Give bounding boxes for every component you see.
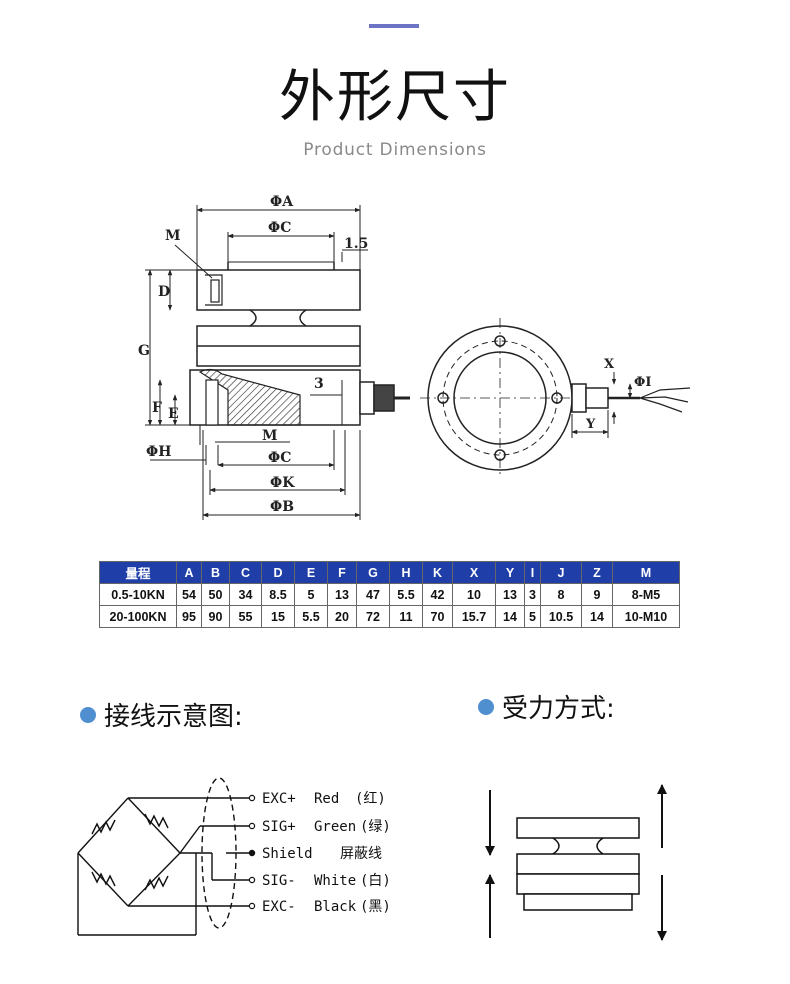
table-row: 20-100KN 95 90 55 15 5.5 20 72 11 70 15.…	[99, 605, 680, 628]
table-cell: 20-100KN	[99, 605, 177, 628]
dim-label-G: G	[138, 343, 150, 359]
table-cell: 5.5	[389, 583, 423, 606]
table-cell: 14	[495, 605, 525, 628]
table-cell: 8	[540, 583, 582, 606]
table-cell: 9	[581, 583, 613, 606]
table-cell: 0.5-10KN	[99, 583, 177, 606]
wiring-heading-text: 接线示意图:	[104, 702, 243, 732]
table-cell: 70	[422, 605, 453, 628]
wire-code-exc-plus: EXC+	[262, 791, 296, 807]
table-cell: 8-M5	[612, 583, 680, 606]
table-cell: 47	[356, 583, 390, 606]
table-cell: 15	[261, 605, 295, 628]
table-cell: 8.5	[261, 583, 295, 606]
dim-label-phiI: ΦI	[634, 375, 651, 390]
accent-bar	[369, 24, 419, 28]
bullet-icon	[80, 706, 96, 723]
dim-label-Y: Y	[585, 417, 596, 432]
force-heading: 受力方式:	[478, 688, 615, 725]
col-header: M	[612, 561, 680, 584]
spec-table: 量程 A B C D E F G H K X Y I J Z M 0.5-10K…	[99, 561, 680, 628]
table-cell: 10-M10	[612, 605, 680, 628]
col-header: C	[229, 561, 262, 584]
col-header: B	[201, 561, 230, 584]
table-cell: 34	[229, 583, 262, 606]
table-cell: 20	[327, 605, 357, 628]
col-header: Z	[581, 561, 613, 584]
dim-label-phiA: ΦA	[270, 194, 294, 210]
table-cell: 72	[356, 605, 390, 628]
table-cell: 11	[389, 605, 423, 628]
wire-cn-red: (红)	[355, 791, 386, 807]
col-header: X	[452, 561, 496, 584]
dim-label-1-5: 1.5	[344, 236, 368, 252]
dim-label-X: X	[604, 357, 615, 372]
dim-label-phiB: ΦB	[270, 499, 294, 515]
col-header: A	[176, 561, 202, 584]
table-cell: 50	[201, 583, 230, 606]
col-header: Y	[495, 561, 525, 584]
wire-code-sig-minus: SIG-	[262, 873, 296, 889]
dim-label-3: 3	[314, 376, 324, 392]
wire-color-green: Green	[314, 819, 356, 835]
table-cell: 5	[294, 583, 328, 606]
dim-label-M2: M	[262, 428, 278, 444]
table-cell: 42	[422, 583, 453, 606]
col-header: G	[356, 561, 390, 584]
table-cell: 13	[495, 583, 525, 606]
wire-cn-shield: 屏蔽线	[340, 846, 382, 862]
table-cell: 55	[229, 605, 262, 628]
dimension-drawing: ΦA ΦC 1.5 M D G 3 F E ΦH M ΦC ΦK ΦB	[138, 194, 691, 520]
col-header: K	[422, 561, 453, 584]
page-subtitle: Product Dimensions	[303, 140, 487, 160]
dim-label-E: E	[168, 406, 179, 422]
dim-label-F: F	[152, 400, 162, 416]
force-diagram	[485, 784, 667, 941]
dim-label-phiC2: ΦC	[268, 450, 291, 466]
spec-header-row: 量程 A B C D E F G H K X Y I J Z M	[99, 561, 680, 584]
table-cell: 10	[452, 583, 496, 606]
wire-color-black: Black	[314, 899, 357, 915]
wire-code-shield: Shield	[262, 846, 313, 862]
wire-color-red: Red	[314, 791, 339, 807]
wire-code-sig-plus: SIG+	[262, 819, 296, 835]
dim-label-M: M	[165, 228, 181, 244]
page-title: 外形尺寸	[279, 65, 511, 130]
col-header: J	[540, 561, 582, 584]
col-header: I	[524, 561, 541, 584]
table-cell: 5.5	[294, 605, 328, 628]
col-header: E	[294, 561, 328, 584]
wiring-diagram: EXC+ Red (红) SIG+ Green (绿) Shield 屏蔽线 S…	[77, 777, 391, 936]
dim-label-phiK: ΦK	[270, 475, 295, 491]
col-header: F	[327, 561, 357, 584]
wire-cn-black: (黑)	[360, 899, 391, 915]
table-cell: 13	[327, 583, 357, 606]
table-cell: 3	[524, 583, 541, 606]
table-cell: 10.5	[540, 605, 582, 628]
wire-cn-white: (白)	[360, 873, 391, 889]
wire-cn-green: (绿)	[360, 819, 391, 835]
dim-label-D: D	[158, 284, 170, 300]
table-cell: 14	[581, 605, 613, 628]
col-header: 量程	[99, 561, 177, 584]
table-cell: 54	[176, 583, 202, 606]
wire-color-white: White	[314, 873, 356, 889]
wire-code-exc-minus: EXC-	[262, 899, 296, 915]
table-cell: 5	[524, 605, 541, 628]
wiring-heading: 接线示意图:	[80, 696, 243, 733]
table-cell: 95	[176, 605, 202, 628]
force-heading-text: 受力方式:	[502, 694, 615, 724]
dim-label-phiC: ΦC	[268, 220, 291, 236]
table-cell: 15.7	[452, 605, 496, 628]
col-header: D	[261, 561, 295, 584]
dim-label-phiH: ΦH	[146, 444, 171, 460]
table-row: 0.5-10KN 54 50 34 8.5 5 13 47 5.5 42 10 …	[99, 583, 680, 606]
bullet-icon	[478, 698, 494, 715]
table-cell: 90	[201, 605, 230, 628]
col-header: H	[389, 561, 423, 584]
